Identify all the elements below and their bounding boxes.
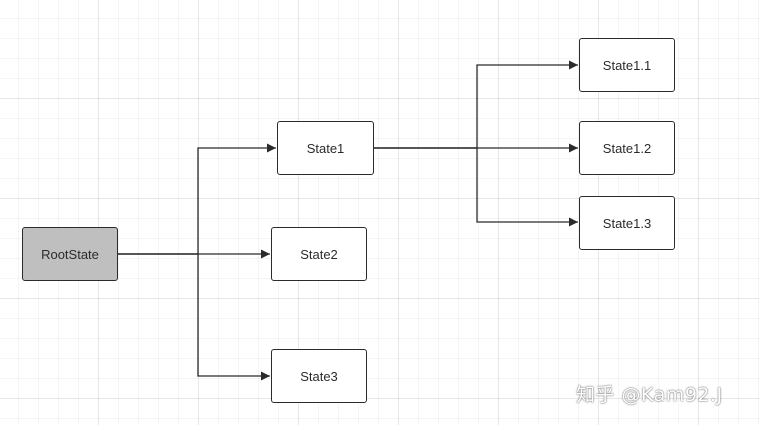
node-state1[interactable]: State1 [277,121,374,175]
node-state1-1-label: State1.1 [602,57,652,73]
node-state1-3-label: State1.3 [602,215,652,231]
node-state3[interactable]: State3 [271,349,367,403]
node-root-state[interactable]: RootState [22,227,118,281]
node-state1-3[interactable]: State1.3 [579,196,675,250]
edge-state1-state1-3 [374,147,578,227]
node-state1-2[interactable]: State1.2 [579,121,675,175]
node-state1-1[interactable]: State1.1 [579,38,675,92]
node-state2-label: State2 [300,246,338,262]
node-state3-label: State3 [300,368,338,384]
node-state2[interactable]: State2 [271,227,367,281]
node-state1-2-label: State1.2 [602,140,652,156]
edge-root-state1 [118,143,276,255]
edge-state1-state1-1 [374,60,578,149]
edge-root-state3 [118,253,270,381]
node-state1-label: State1 [306,140,345,156]
node-root-state-label: RootState [41,246,99,262]
watermark: 知乎 @Kam92.J [576,384,723,406]
